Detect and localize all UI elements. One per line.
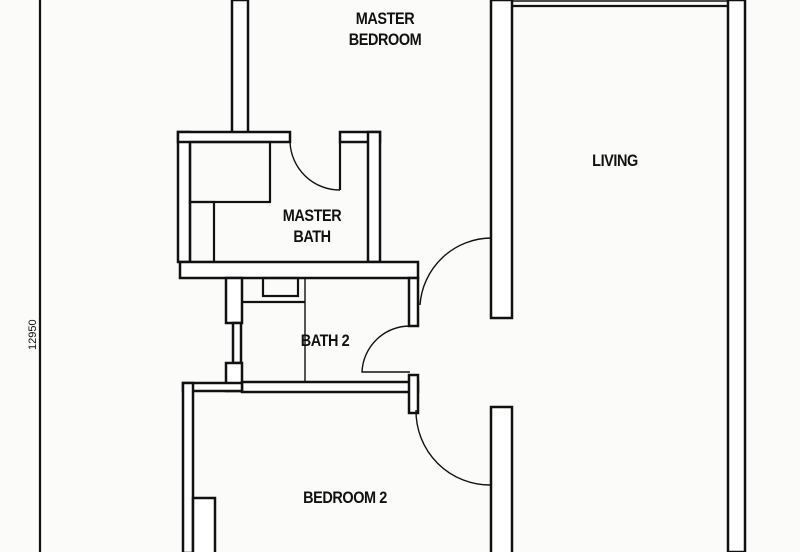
dimension-label: 12950: [27, 319, 39, 350]
room-label-master-bath: MASTER BATH: [282, 206, 342, 246]
basin: [261, 276, 300, 298]
vanity: [188, 140, 272, 204]
wall: [224, 276, 244, 325]
wall: [407, 373, 420, 415]
room-label-bedroom2: BEDROOM 2: [303, 488, 387, 507]
wall: [181, 381, 195, 552]
window: [231, 321, 243, 365]
door-swing: [415, 409, 492, 486]
wall: [230, 0, 250, 135]
wall: [176, 130, 292, 144]
wall: [191, 496, 217, 552]
wall: [176, 130, 192, 264]
door-swing: [289, 141, 341, 191]
room-label-master-bedroom: MASTER BEDROOM: [348, 9, 422, 49]
door-swing: [419, 237, 492, 306]
wall: [489, 405, 514, 552]
wall: [240, 380, 420, 394]
wall: [489, 0, 514, 320]
wall: [726, 0, 747, 552]
toilet: [188, 200, 216, 264]
room-label-bath2: BATH 2: [300, 331, 350, 350]
wall: [178, 260, 420, 280]
room-label-living: LIVING: [592, 151, 638, 170]
door-swing: [361, 325, 411, 373]
wall: [407, 276, 420, 328]
wall: [366, 130, 382, 264]
